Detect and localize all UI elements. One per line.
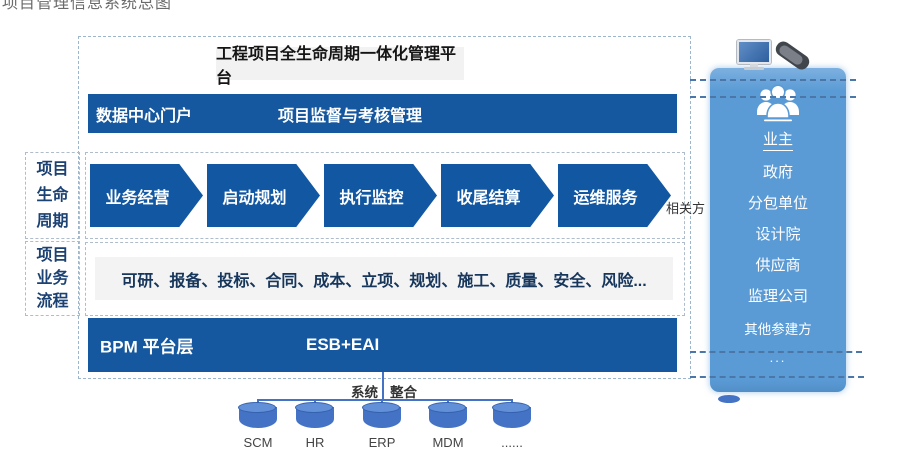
supervision-label: 项目监督与考核管理: [278, 107, 423, 125]
side-label-line: 项目: [36, 247, 69, 264]
esb-eai-label: ESB+EAI: [306, 335, 380, 354]
stage-chevron-closeout: 收尾结算: [441, 164, 554, 227]
database-icon: [362, 402, 401, 428]
stakeholder-item-design-institute: 设计院: [755, 226, 801, 243]
people-group-icon: [753, 81, 803, 125]
page-caption: 项目管理信息系统总图: [2, 0, 173, 12]
stage-chevron-business: 业务经营: [90, 164, 203, 227]
cut-off-shape: [718, 395, 740, 403]
link-dash-line: [690, 351, 862, 353]
system-label-scm: SCM: [243, 435, 273, 450]
side-label-line: 流程: [36, 293, 69, 310]
system-label-hr: HR: [305, 435, 325, 450]
link-dash-line: [690, 376, 864, 378]
database-icon: [428, 402, 467, 428]
integration-label-left: 系统: [351, 385, 378, 400]
stakeholder-item-government: 政府: [762, 164, 793, 181]
side-label-line: 生命: [36, 186, 69, 204]
side-label-process: 项目 业务 流程: [25, 241, 80, 316]
integration-label-right: 整合: [390, 385, 417, 400]
platform-title: 工程项目全生命周期一体化管理平台: [216, 46, 464, 87]
side-label-lifecycle: 项目 生命 周期: [25, 152, 80, 239]
monitor-icon: [737, 40, 771, 70]
database-icon: [238, 402, 277, 428]
system-label-mdm: MDM: [432, 435, 464, 450]
database-icon: [492, 402, 531, 428]
business-process-strip: 可研、报备、投标、合同、成本、立项、规划、施工、质量、安全、风险...: [95, 257, 673, 300]
monitor-stand: [750, 64, 758, 67]
database-icon: [295, 402, 334, 428]
portal-bar: 数据中心门户 项目监督与考核管理: [88, 94, 677, 133]
stage-chevron-execution: 执行监控: [324, 164, 437, 227]
stakeholder-item-supplier: 供应商: [755, 257, 801, 274]
link-dash-line: [690, 79, 856, 81]
monitor-base: [744, 67, 764, 70]
platform-frame: [78, 36, 691, 379]
link-dash-line: [690, 96, 856, 98]
stakeholder-item-supervision-company: 监理公司: [747, 288, 808, 305]
platform-layer-bar: BPM 平台层 ESB+EAI: [88, 318, 677, 372]
stakeholder-item-subcontractor: 分包单位: [747, 195, 808, 212]
stakeholder-item-owner: 业主: [762, 128, 793, 151]
stage-chevron-startup: 启动规划: [207, 164, 320, 227]
system-label-erp: ERP: [368, 435, 396, 450]
lifecycle-row-frame: [85, 152, 685, 239]
data-center-portal-label: 数据中心门户: [96, 107, 193, 125]
side-label-line: 项目: [36, 160, 69, 178]
integration-bus-line: [257, 399, 513, 401]
process-row-frame: [85, 242, 685, 316]
bpm-label: BPM 平台层: [100, 337, 194, 357]
stakeholder-item-other-parties: 其他参建方: [744, 322, 812, 337]
stakeholder-note: 相关方: [666, 201, 706, 216]
side-label-line: 业务: [36, 270, 69, 287]
stage-chevron-operations: 运维服务: [558, 164, 671, 227]
integration-trunk-line: [382, 372, 384, 400]
stakeholders-panel: 业主 政府 分包单位 设计院 供应商 监理公司 其他参建方 ...: [710, 68, 846, 392]
stakeholder-item-ellipsis: ...: [769, 350, 787, 365]
side-label-line: 周期: [36, 212, 69, 230]
system-label-more: ......: [501, 435, 523, 450]
